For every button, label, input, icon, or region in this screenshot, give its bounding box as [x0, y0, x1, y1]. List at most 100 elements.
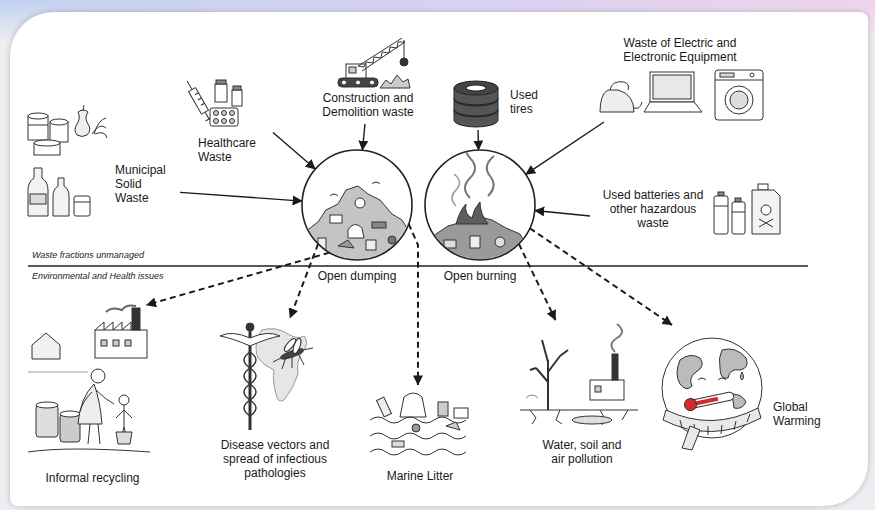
- municipal-waste-icon: [83, 105, 84, 111]
- dump-heap: [372, 222, 386, 228]
- healthcare-waste-icon: [233, 86, 241, 90]
- disease-figure: [291, 337, 302, 354]
- pollution-figure: [520, 410, 638, 411]
- impact-figure: Global Warming: [655, 325, 825, 450]
- flow-arrow: [362, 124, 365, 150]
- healthcare-waste-icon: [230, 111, 235, 116]
- marine-litter-figure: [377, 397, 392, 417]
- disease-figure: [273, 348, 313, 369]
- recycling-figure: [28, 306, 150, 453]
- municipal-waste-icon: [28, 113, 48, 119]
- hazardous-icon: [732, 202, 745, 234]
- healthcare-waste-icon: [189, 88, 209, 115]
- impact-figure: Marine Litter: [360, 385, 480, 495]
- impact-arrow: [519, 244, 556, 320]
- dump-heap: [330, 215, 342, 223]
- dump-heap: [348, 224, 364, 238]
- marine-litter-figure: [392, 441, 404, 447]
- impact-label: Marine Litter: [360, 469, 480, 483]
- source-label: Used tires: [510, 88, 552, 116]
- waste-source: Healthcare Waste: [183, 78, 273, 166]
- recycling-figure: [60, 414, 80, 442]
- flow-arrow: [535, 210, 590, 216]
- municipal-waste-icon: [28, 168, 48, 216]
- source-label: Used batteries and other hazardous waste: [598, 188, 708, 230]
- flow-arrow: [477, 130, 479, 150]
- healthcare-waste-icon: [184, 79, 213, 121]
- burning-heap: [495, 237, 505, 247]
- tires-icon: [454, 81, 498, 127]
- electronics-icon: [653, 75, 691, 99]
- healthcare-waste-icon: [214, 111, 219, 116]
- municipal-waste-icon: [53, 178, 69, 216]
- crane-icon: [358, 42, 405, 67]
- burning-heap: [444, 240, 456, 248]
- flow-arrow: [180, 192, 302, 201]
- electronics-icon: [730, 91, 748, 109]
- marine-litter-figure: [412, 424, 420, 432]
- electronics-icon: [720, 73, 734, 77]
- circle-label: Open dumping: [318, 269, 397, 283]
- healthcare-waste-icon: [210, 108, 238, 126]
- healthcare-waste-icon: [214, 119, 219, 124]
- recycling-figure: [95, 322, 131, 330]
- recycling-figure: [32, 333, 60, 359]
- electronics-icon: [600, 90, 634, 112]
- recycling-figure: [28, 449, 150, 452]
- pollution-figure: [595, 386, 601, 392]
- dump-heap: [330, 182, 380, 196]
- globe-figure: [741, 372, 744, 380]
- electronics-icon: [644, 102, 702, 112]
- impact-label: Disease vectors and spread of infectious…: [205, 438, 345, 480]
- recycling-figure: [132, 308, 140, 330]
- source-label: Construction and Demolition waste: [318, 91, 418, 119]
- dump-heap: [366, 240, 376, 250]
- globe-figure: [683, 397, 697, 411]
- healthcare-waste-icon: [222, 119, 227, 124]
- healthcare-waste-icon: [184, 79, 242, 126]
- circle-outline: [302, 150, 412, 260]
- recycling-figure: [36, 405, 58, 437]
- globe-figure: [662, 338, 762, 450]
- crane-icon: [349, 67, 356, 73]
- crane-icon: [400, 58, 408, 66]
- tires-icon: [466, 85, 486, 91]
- circle-outline: [425, 150, 535, 260]
- marine-litter-figure: [454, 408, 468, 418]
- globe-figure: [663, 408, 761, 432]
- source-label: Waste of Electric and Electronic Equipme…: [605, 36, 755, 64]
- hazardous-icon: [714, 184, 780, 234]
- dump-heap: [300, 182, 414, 262]
- hazardous-icon: [759, 219, 773, 227]
- recycling-figure: [80, 390, 114, 444]
- disposal-circle: Open burning: [424, 149, 536, 261]
- healthcare-waste-icon: [187, 81, 192, 90]
- recycling-figure: [119, 395, 129, 405]
- circle-label: Open burning: [444, 269, 517, 283]
- crane-icon: [404, 40, 405, 58]
- healthcare-waste-icon: [201, 103, 204, 105]
- pollution-figure: [611, 324, 622, 352]
- impact-figure: Water, soil and air pollution: [515, 320, 650, 475]
- impact-label: Informal recycling: [25, 471, 160, 485]
- recycling-figure: [106, 306, 136, 313]
- electronics-icon: [715, 70, 763, 120]
- healthcare-waste-icon: [195, 93, 198, 95]
- recycling-figure: [101, 340, 107, 346]
- disease-figure: [246, 323, 254, 331]
- impact-label: Global Warming: [773, 400, 825, 428]
- waste-source: Used tires: [452, 80, 552, 130]
- hazardous-icon: [761, 205, 771, 215]
- crane-icon: [380, 75, 410, 88]
- municipal-waste-icon: [92, 118, 107, 138]
- municipal-waste-icon: [75, 110, 90, 137]
- marine-litter-figure: [370, 393, 468, 455]
- pollution-figure: [612, 354, 618, 380]
- healthcare-waste-icon: [232, 90, 242, 106]
- crane-icon: [358, 38, 402, 66]
- globe-figure: [698, 378, 726, 380]
- disease-figure: [220, 333, 280, 346]
- hazardous-icon: [714, 196, 728, 234]
